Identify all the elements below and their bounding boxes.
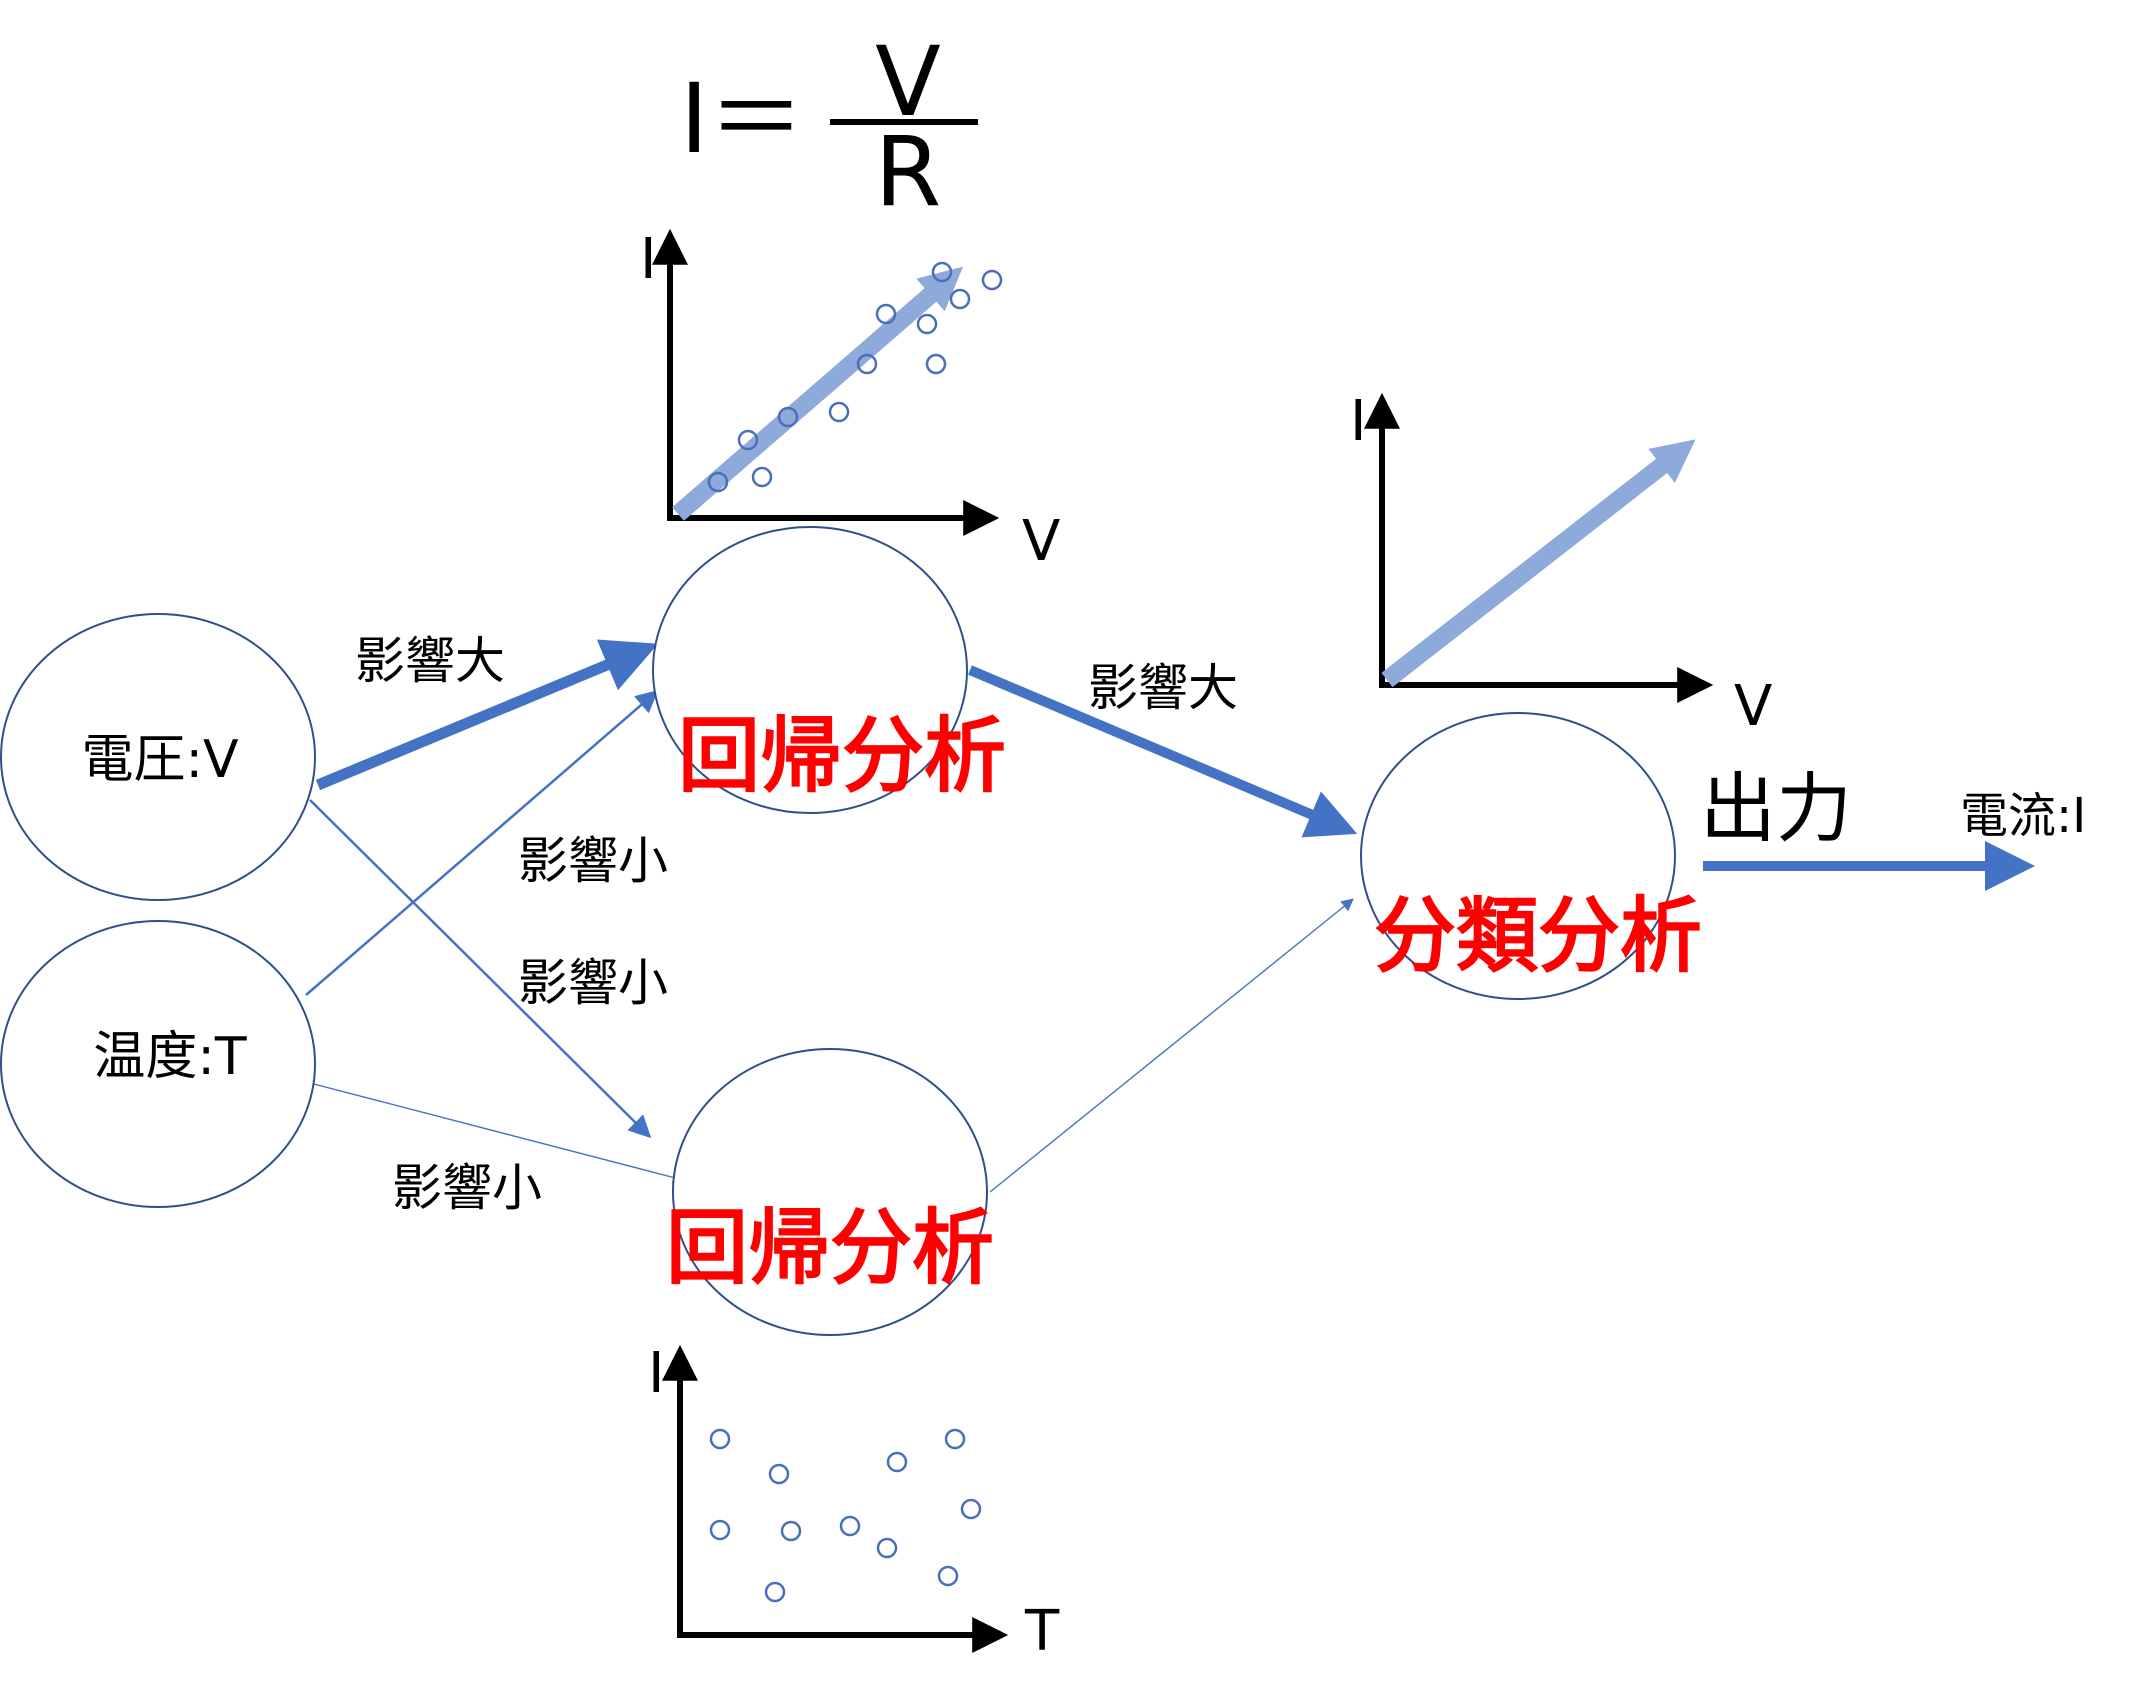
plot-bottom-point (709, 1519, 731, 1541)
plot-top-point (931, 261, 953, 283)
node-voltage-label: 電圧:V (81, 730, 239, 790)
node-regression-top-circle (652, 526, 968, 814)
edge-voltage-to-regression-bottom (309, 799, 652, 1139)
edge-regression-top-to-classification (968, 665, 1358, 838)
edge-voltage-to-regression-top (315, 639, 659, 791)
plot-top-y-label: I (640, 227, 657, 292)
plot-top-point (737, 429, 759, 451)
plot-bottom-point (780, 1520, 802, 1542)
node-temperature-circle (0, 920, 316, 1208)
plot-bottom-point (937, 1565, 959, 1587)
plot-bottom-x-label: T (1024, 1599, 1060, 1664)
node-classification-label: 分類分析 (1374, 889, 1702, 984)
edge-label-v-to-reg-bottom: 影響小 (518, 954, 668, 1012)
plot-bottom: I T (648, 1341, 1060, 1664)
edge-temperature-to-regression-top (305, 690, 659, 996)
plot-right-x-label: V (1734, 674, 1772, 739)
plot-bottom-point (960, 1498, 982, 1520)
plot-top-point (856, 353, 878, 375)
plot-bottom-point (839, 1515, 861, 1537)
connections (305, 639, 2035, 1193)
edge-temperature-to-regression-bottom (309, 1082, 686, 1184)
formula-lhs: I＝ (680, 63, 804, 175)
plot-bottom-y-label: I (648, 1341, 665, 1406)
node-temperature: 温度:T (0, 920, 316, 1208)
plot-top-point (916, 313, 938, 335)
output-target-label: 電流:I (1960, 788, 2086, 844)
node-regression-bottom-circle (672, 1048, 988, 1336)
plot-top-x-label: V (1022, 509, 1060, 574)
edge-label-v-to-reg-top: 影響大 (355, 632, 505, 690)
plot-bottom-point (944, 1428, 966, 1450)
plot-bottom-point (886, 1451, 908, 1473)
plot-top-point (925, 353, 947, 375)
node-regression-bottom-label: 回帰分析 (666, 1201, 994, 1296)
edge-label-t-to-reg-bottom: 影響小 (392, 1159, 542, 1217)
formula: I＝ V R (680, 26, 978, 228)
plot-top-point (981, 269, 1003, 291)
node-classification-circle (1360, 712, 1676, 1000)
plot-bottom-point (764, 1581, 786, 1603)
edge-label-t-to-reg-top: 影響小 (518, 832, 668, 890)
plot-top-trend-arrow (672, 266, 964, 521)
plot-bottom-point (709, 1428, 731, 1450)
edge-label-reg-top-to-class: 影響大 (1088, 659, 1238, 717)
node-regression-bottom: 回帰分析 (666, 1048, 994, 1336)
plot-top-point (707, 471, 729, 493)
plot-right-trend-arrow (1381, 439, 1696, 688)
edge-regression-bottom-to-classification (989, 898, 1354, 1193)
node-voltage: 電圧:V (0, 613, 316, 901)
output-label: 出力 (1700, 764, 1852, 853)
formula-denominator: R (875, 116, 942, 228)
plot-top-point (777, 406, 799, 428)
plot-bottom-point (768, 1463, 790, 1485)
plot-bottom-point (876, 1537, 898, 1559)
node-temperature-label: 温度:T (93, 1027, 247, 1087)
plot-top-point (949, 288, 971, 310)
plot-top-point (828, 401, 850, 423)
node-regression-top-label: 回帰分析 (678, 709, 1006, 804)
plot-top: I V (640, 227, 1060, 574)
node-classification: 分類分析 (1360, 712, 1702, 1000)
node-regression-top: 回帰分析 (652, 526, 1006, 814)
plot-top-point (875, 303, 897, 325)
plot-top-point (751, 466, 773, 488)
plot-right: I V (1350, 389, 1772, 739)
node-voltage-circle (0, 613, 316, 901)
plot-right-y-label: I (1350, 389, 1367, 454)
